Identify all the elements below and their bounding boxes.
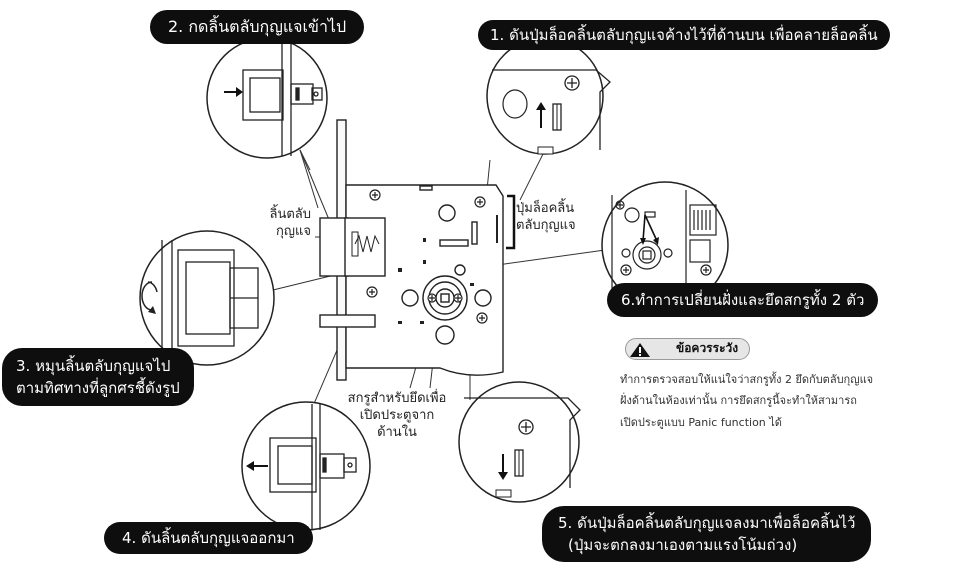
caution-title: ข้อควรระวัง <box>676 341 739 355</box>
step-5-line1: 5. ดันปุ่มล็อคลิ้นตลับกุญแจลงมาเพื่อล็อค… <box>558 514 856 532</box>
step-6-label: 6.ทำการเปลี่ยนฝั่งและยึดสกรูทั้ง 2 ตัว <box>607 283 879 317</box>
lock-button-bracket <box>506 194 516 250</box>
caution-badge <box>625 338 750 360</box>
screw-icons <box>366 189 488 324</box>
detail-step4 <box>241 401 371 531</box>
lock-button-label-line1: ปุ่มล็อคลิ้น <box>516 201 575 216</box>
detail-step3 <box>139 230 275 366</box>
body-details <box>398 215 498 324</box>
caution-line1: ทำการตรวจสอบให้แน่ใจว่าสกรูทั้ง 2 ยึดกับ… <box>620 373 874 386</box>
step-3-line2: ตามทิศทางที่ลูกศรชี้ดังรูป <box>16 379 180 397</box>
detail-step6 <box>601 181 729 309</box>
mortise-lock-body <box>319 119 504 381</box>
step-5-line2: (ปุ่มจะตกลงมาเองตามแรงโน้มถ่วง) <box>568 536 798 554</box>
latch-label-line2: กุญแจ <box>276 224 311 239</box>
caution-line3: เปิดประตูแบบ Panic function ได้ <box>620 416 782 429</box>
caution-line2: ฝั่งด้านในห้องเท่านั้น การยึดสกรูนี้จะทำ… <box>620 394 857 407</box>
screws-label-line2: เปิดประตูจาก <box>359 408 435 423</box>
latch-spring <box>351 231 380 257</box>
lock-button-label-line2: ตลับกุญแจ <box>516 218 576 233</box>
screws-label-line3: ด้านใน <box>377 425 417 440</box>
step-3-line1: 3. หมุนลิ้นตลับกุญแจไป <box>16 357 171 375</box>
step-2-label: 2. กดลิ้นตลับกุญแจเข้าไป <box>150 10 365 44</box>
detail-step1 <box>486 37 611 155</box>
caution-icon <box>630 343 650 357</box>
step-1-label: 1. ดันปุ่มล็อคลิ้นตลับกุญแจค้างไว้ที่ด้า… <box>478 20 890 50</box>
screws-label: สกรูสำหรับยึดเพื่อ เปิดประตูจาก ด้านใน <box>337 390 457 441</box>
step-5-label: 5. ดันปุ่มล็อคลิ้นตลับกุญแจลงมาเพื่อล็อค… <box>542 506 872 562</box>
detail-step5 <box>458 381 581 503</box>
step-3-label: 3. หมุนลิ้นตลับกุญแจไป ตามทิศทางที่ลูกศร… <box>2 348 194 406</box>
step-4-label: 4. ดันลิ้นตลับกุญแจออกมา <box>104 522 313 554</box>
screws-label-line1: สกรูสำหรับยึดเพื่อ <box>347 391 447 406</box>
lock-button-label: ปุ่มล็อคลิ้น ตลับกุญแจ <box>516 200 576 234</box>
latch-label-line1: ลิ้นตลับ <box>269 207 311 222</box>
latch-label: ลิ้นตลับ กุญแจ <box>233 206 311 240</box>
detail-step2 <box>206 37 328 159</box>
